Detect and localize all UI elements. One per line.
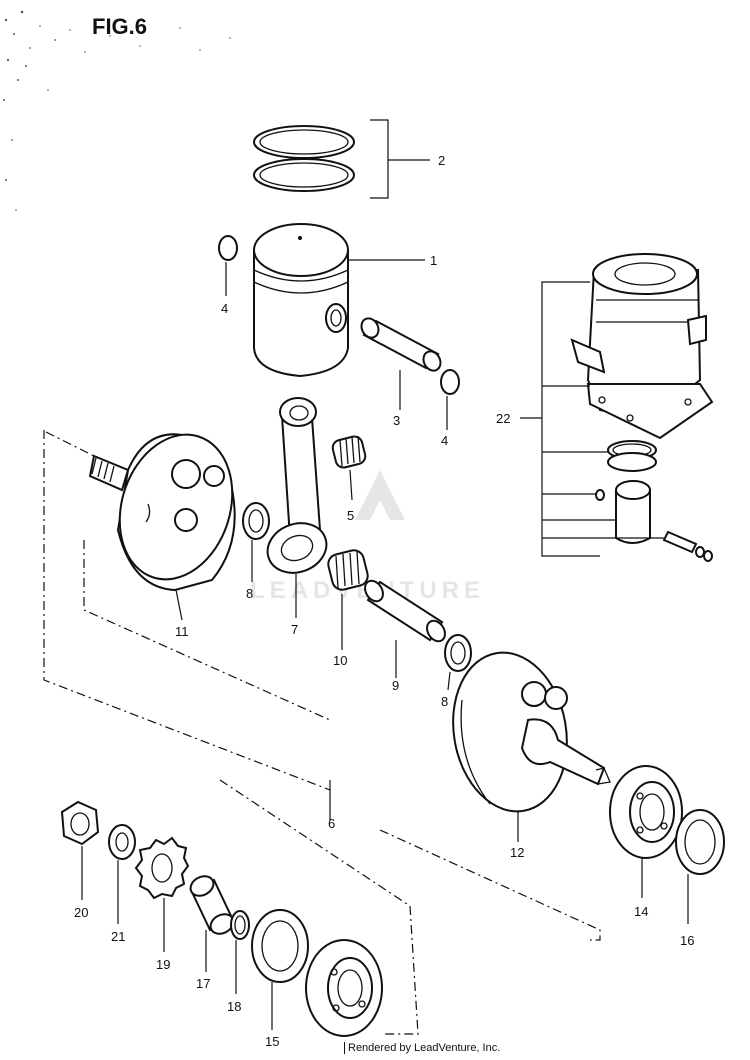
callout-6: 6 xyxy=(328,816,335,831)
callout-9: 9 xyxy=(392,678,399,693)
figure-title: FIG.6 xyxy=(92,14,147,39)
callout-19: 19 xyxy=(156,957,170,972)
crank-nut xyxy=(60,800,100,900)
callout-18: 18 xyxy=(227,999,241,1014)
o-ring xyxy=(230,910,250,994)
cylinder-kit xyxy=(520,253,714,562)
oil-seal-left xyxy=(251,909,309,1030)
thrust-washer-right xyxy=(444,634,472,691)
callout-4b: 4 xyxy=(441,433,448,448)
washer xyxy=(108,824,136,924)
piston-pin-clip-right xyxy=(440,369,460,430)
callout-15: 15 xyxy=(265,1034,279,1049)
piston-pin-clip-left xyxy=(218,235,238,296)
spacer xyxy=(189,875,235,972)
callout-4a: 4 xyxy=(221,301,228,316)
piston-rings xyxy=(253,119,430,199)
callout-16: 16 xyxy=(680,933,694,948)
callout-1: 1 xyxy=(430,253,437,268)
callout-2: 2 xyxy=(438,153,445,168)
callout-17: 17 xyxy=(196,976,210,991)
assembly-bracket-lines xyxy=(43,430,601,1035)
scan-noise xyxy=(3,10,231,211)
footer-credit: Rendered by LeadVenture, Inc. xyxy=(344,1042,500,1054)
oil-seal-right xyxy=(675,809,725,924)
crank-wheel-left xyxy=(45,431,236,621)
callout-12: 12 xyxy=(510,845,524,860)
callout-21: 21 xyxy=(111,929,125,944)
callout-3: 3 xyxy=(393,413,400,428)
piston xyxy=(253,223,425,378)
crank-pin xyxy=(364,579,446,678)
primary-gear xyxy=(134,836,190,952)
main-bearing-left xyxy=(305,939,383,1037)
main-bearing-right xyxy=(609,765,683,898)
callout-11: 11 xyxy=(175,624,189,639)
piston-pin xyxy=(360,317,442,410)
crank-wheel-right xyxy=(452,651,611,842)
callout-8a: 8 xyxy=(246,586,253,601)
thrust-washer-left xyxy=(242,502,270,582)
callout-5: 5 xyxy=(347,508,354,523)
callout-20: 20 xyxy=(74,905,88,920)
callout-22: 22 xyxy=(496,411,510,426)
callout-14: 14 xyxy=(634,904,648,919)
big-end-bearing xyxy=(327,549,369,650)
small-end-bearing xyxy=(331,435,367,501)
callout-labels: 2 1 4 3 4 22 5 8 11 7 10 9 8 6 12 20 14 … xyxy=(74,153,694,1049)
callout-7: 7 xyxy=(291,622,298,637)
callout-10: 10 xyxy=(333,653,347,668)
connecting-rod xyxy=(266,397,328,618)
callout-8b: 8 xyxy=(441,694,448,709)
